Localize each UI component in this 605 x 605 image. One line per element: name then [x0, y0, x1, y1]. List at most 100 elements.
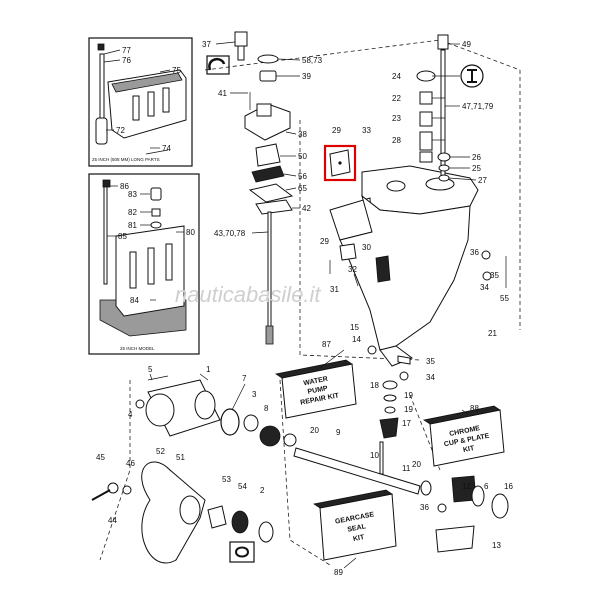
- callout-21: 21: [488, 329, 497, 338]
- callout-24: 24: [392, 72, 401, 81]
- callout-45: 45: [96, 453, 105, 462]
- callout-2: 2: [260, 486, 265, 495]
- callout-84: 84: [130, 296, 139, 305]
- callout-13: 13: [492, 541, 501, 550]
- callout-88: 88: [470, 404, 479, 413]
- gearcase-housing-21: [339, 194, 471, 351]
- dash-outline-left: [99, 380, 131, 561]
- drive-shaft-spline: [265, 325, 274, 345]
- inset-bottom-slot-2: [147, 247, 155, 285]
- inset-top-note: 25 INCH (508 MM) LONG PARTS: [92, 157, 160, 162]
- callout-22: 22: [392, 94, 401, 103]
- callout-10: 10: [370, 451, 379, 460]
- propeller-shaft-9: [293, 447, 421, 495]
- drive-shaft: [267, 211, 272, 343]
- callout-19-a: 19: [404, 391, 413, 400]
- callout-38: 38: [298, 130, 307, 139]
- callout-56: 56: [298, 172, 307, 181]
- inset-bottom-tube-cap: [102, 179, 111, 188]
- bearing-housing-flange: [145, 393, 175, 427]
- shift-symbol-circle: [460, 64, 484, 88]
- callout-29-top: 29: [332, 126, 341, 135]
- bushing-23: [419, 111, 433, 127]
- pin-11: [379, 441, 384, 475]
- washer-46: [122, 485, 132, 495]
- inset-bottom-part-83: [150, 187, 162, 201]
- grommet-37: [234, 31, 248, 47]
- callout-82: 82: [128, 208, 137, 217]
- kit-water-pump-line-1: WATER: [303, 376, 329, 388]
- spring-30: [375, 255, 391, 283]
- watermark: nauticabasile.it: [175, 282, 321, 307]
- seal-symbol-lower: [234, 546, 250, 558]
- inset-top-slot-1: [132, 95, 140, 121]
- callout-37: 37: [202, 40, 211, 49]
- seal-symbol: [208, 57, 226, 71]
- inset-bottom-part-82: [151, 208, 161, 217]
- impeller-cup-50: [255, 143, 281, 167]
- callout-87: 87: [322, 340, 331, 349]
- kit-box-gearcase-top: [312, 489, 394, 509]
- seal-2: [258, 521, 274, 543]
- callout-12: 12: [462, 482, 471, 491]
- clip-27: [438, 174, 450, 182]
- inset-top-slot-2: [147, 91, 155, 117]
- callout-23: 23: [392, 114, 401, 123]
- kit-water-pump-line-2: PUMP: [307, 385, 329, 396]
- callout-77: 77: [122, 46, 131, 55]
- highlighted-part-box: [323, 144, 357, 182]
- gearcase-top-flange: [361, 165, 479, 215]
- bearing-3: [243, 414, 259, 432]
- inset-bottom-slot-1: [129, 251, 137, 289]
- callout-20-right: 20: [412, 460, 421, 469]
- inset-bottom-water-tube: [103, 185, 108, 285]
- screw-4: [135, 399, 145, 409]
- seal-symbol-lower-box: [229, 541, 255, 563]
- callout-72: 72: [116, 126, 125, 135]
- bushing-22: [419, 91, 433, 105]
- spacer-28: [419, 151, 433, 163]
- pinion-17: [379, 417, 399, 439]
- callout-53: 53: [222, 475, 231, 484]
- callout-11: 11: [402, 464, 411, 473]
- callout-55: 55: [500, 294, 509, 303]
- bushing-28: [419, 131, 433, 151]
- callout-50: 50: [298, 152, 307, 161]
- inset-bottom-slot-3: [165, 243, 173, 281]
- callout-14: 14: [352, 335, 361, 344]
- callout-85: 85: [118, 232, 127, 241]
- callout-30: 30: [362, 243, 371, 252]
- washer-25: [438, 164, 450, 172]
- callout-34-lower: 34: [426, 373, 435, 382]
- kit-box-chrome-top: [422, 405, 502, 425]
- callout-1: 1: [206, 365, 211, 374]
- callout-52: 52: [156, 447, 165, 456]
- callout-28: 28: [392, 136, 401, 145]
- dash-outline-top: [204, 39, 521, 71]
- callout-42: 42: [302, 204, 311, 213]
- callout-44: 44: [108, 516, 117, 525]
- callout-89: 89: [334, 568, 343, 577]
- gearcase-flange-hole: [386, 180, 406, 192]
- plate-65: [248, 183, 294, 203]
- callout-74: 74: [162, 144, 171, 153]
- inset-top-grommet: [95, 117, 108, 145]
- callout-18: 18: [370, 381, 379, 390]
- screw-32: [353, 273, 359, 287]
- highlighted-part-hole: [338, 161, 342, 165]
- callout-39: 39: [302, 72, 311, 81]
- callout-41: 41: [218, 89, 227, 98]
- propeller-bore: [179, 495, 201, 525]
- callout-17: 17: [402, 419, 411, 428]
- inset-top-bolt: [145, 149, 169, 155]
- gasket-42: [255, 199, 293, 215]
- kit-chrome-line-3: KIT: [463, 445, 476, 454]
- callout-51: 51: [176, 453, 185, 462]
- inset-top-housing-rim: [111, 72, 183, 93]
- inset-bottom-note: 25 INCH MODEL: [120, 346, 155, 351]
- grommet-49: [437, 34, 449, 50]
- washer-20: [283, 433, 297, 447]
- washer-19b: [384, 406, 396, 414]
- callout-35-upper: 35: [490, 271, 499, 280]
